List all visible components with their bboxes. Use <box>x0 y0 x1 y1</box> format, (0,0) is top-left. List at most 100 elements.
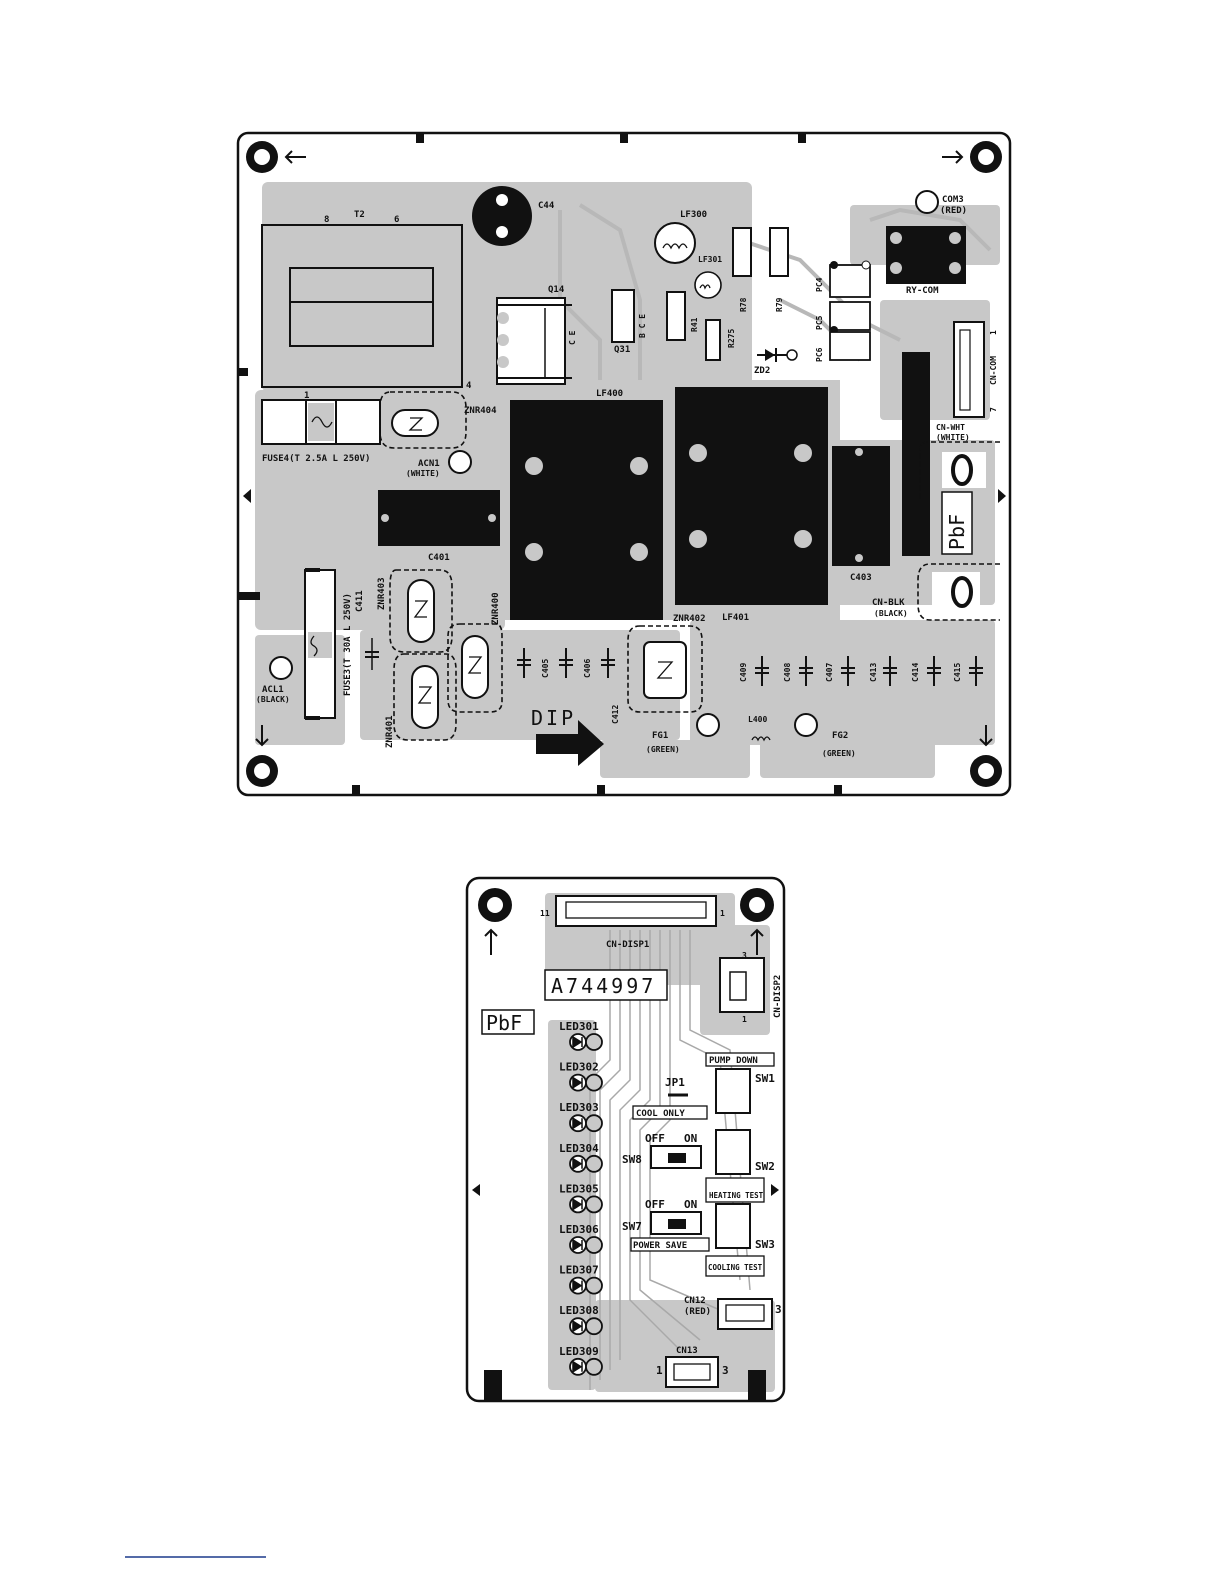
led-list: LED301LED302LED303LED304LED305LED306LED3… <box>559 1020 603 1376</box>
part-number-label: A744997 <box>551 974 656 998</box>
pbf-display-box: PbF <box>481 1009 535 1035</box>
inductor-lf301: LF301 <box>694 255 722 299</box>
terminal-acn1: ACN1 (WHITE) <box>406 450 472 478</box>
led-item: LED307 <box>559 1264 603 1295</box>
connector-cn-wht: PbF <box>919 441 1000 555</box>
transformer-t2: T2 8 6 1 4 <box>261 210 472 401</box>
led-cathode-pad <box>585 1357 603 1376</box>
c414-label: C414 <box>911 663 920 682</box>
capacitor-c44: C44 <box>472 186 555 246</box>
capacitor-row-right <box>755 656 983 686</box>
connector-cn-com: CN-COM 1 7 CN-WHT (WHITE) <box>902 321 998 556</box>
display-board-arrows <box>484 928 764 955</box>
zener-zd2: ZD2 <box>754 348 798 376</box>
q31-label: Q31 <box>614 345 630 355</box>
led-diode-icon <box>572 1319 583 1333</box>
com3-color-label: (RED) <box>940 206 967 216</box>
cooling-test-label: COOLING TEST <box>708 1263 763 1272</box>
c409-label: C409 <box>739 663 748 682</box>
cn-disp1-label: CN-DISP1 <box>606 940 649 950</box>
sw8-on-label: ON <box>684 1132 697 1145</box>
fuse4-label: FUSE4(T 2.5A L 250V) <box>262 454 370 464</box>
led-cathode-pad <box>585 1114 603 1133</box>
connector-cn13: CN13 1 3 <box>656 1346 729 1388</box>
led-item: LED309 <box>559 1345 603 1376</box>
led-label: LED303 <box>559 1101 599 1114</box>
r275-label: R275 <box>727 329 736 348</box>
znr401-label: ZNR401 <box>385 715 395 748</box>
t2-label: T2 <box>354 210 365 220</box>
power-save-label: POWER SAVE <box>633 1241 687 1251</box>
terminal-fg1: FG1 (GREEN) <box>646 713 720 754</box>
connector-cn-disp1: 11 1 CN-DISP1 <box>540 895 725 950</box>
pc4-label: PC4 <box>815 277 824 292</box>
varistor-znr401: ZNR401 <box>385 653 457 748</box>
sw8-label: SW8 <box>622 1153 642 1166</box>
part-number-box: A744997 <box>544 969 668 1001</box>
led-cathode-pad <box>585 1276 603 1295</box>
c415-label: C415 <box>953 663 962 682</box>
q14-label: Q14 <box>548 285 565 295</box>
switch-sw2: SW2 HEATING TEST <box>705 1129 775 1203</box>
main-board-edge-markers <box>238 133 1006 795</box>
pbf-display-label: PbF <box>486 1011 522 1035</box>
znr402-label: ZNR402 <box>673 614 706 624</box>
cn12-label: CN12 <box>684 1296 706 1306</box>
cn-blk-color-label: (BLACK) <box>874 609 908 618</box>
cn-disp2-label: CN-DISP2 <box>773 975 783 1018</box>
led-diode-icon <box>572 1076 583 1089</box>
led-diode-icon <box>572 1157 583 1171</box>
resistor-r79: R79 <box>769 227 789 312</box>
r79-label: R79 <box>775 297 784 312</box>
cn12-pin3-label: 3 <box>775 1303 782 1316</box>
l400-label: L400 <box>748 715 767 724</box>
led-label: LED308 <box>559 1304 599 1317</box>
led-item: LED301 <box>559 1020 603 1051</box>
jp1-label: JP1 <box>665 1076 685 1089</box>
sw8-off-label: OFF <box>645 1132 665 1145</box>
c401-label: C401 <box>428 553 450 563</box>
c413-label: C413 <box>869 663 878 682</box>
fuse-fuse4: FUSE4(T 2.5A L 250V) <box>261 399 381 464</box>
line-filter-lf400: LF400 <box>510 389 663 620</box>
led-diode-icon <box>572 1035 583 1049</box>
lf401-label: LF401 <box>722 613 749 623</box>
resistor-r275: R275 <box>705 319 736 361</box>
acl1-color-label: (BLACK) <box>256 695 290 704</box>
cn-com-pin1-label: 1 <box>989 330 998 335</box>
led-cathode-pad <box>585 1073 603 1092</box>
pc6-label: PC6 <box>815 347 824 362</box>
fg1-label: FG1 <box>652 731 668 741</box>
connector-cn-blk: CN-BLK (BLACK) <box>872 563 1000 621</box>
terminal-fg2: FG2 (GREEN) <box>794 713 856 758</box>
inductor-lf300: LF300 <box>654 210 707 264</box>
cool-only-label: COOL ONLY <box>636 1109 685 1119</box>
led-item: LED302 <box>559 1061 603 1092</box>
transistor-q14: Q14 C E <box>496 285 577 385</box>
c44-label: C44 <box>538 201 555 211</box>
c412-label: C412 <box>611 705 620 724</box>
led-label: LED309 <box>559 1345 599 1358</box>
r41-label: R41 <box>690 317 699 332</box>
cn-disp2-pin1-label: 1 <box>742 1015 747 1024</box>
cn-wht-label: CN-WHT <box>936 423 965 432</box>
acn1-label: ACN1 <box>418 459 440 469</box>
com3-label: COM3 <box>942 195 964 205</box>
main-board: T2 8 6 1 4 C44 LF300 LF301 <box>236 131 1012 797</box>
led-item: LED304 <box>559 1142 603 1173</box>
znr400-label: ZNR400 <box>491 592 501 625</box>
main-board-mounting-holes <box>246 141 1002 787</box>
led-item: LED306 <box>559 1223 603 1254</box>
heating-test-label: HEATING TEST <box>709 1191 764 1200</box>
led-item: LED305 <box>559 1182 603 1214</box>
display-board-mounting-holes <box>478 888 774 922</box>
znr404-label: ZNR404 <box>464 406 497 416</box>
led-cathode-pad <box>585 1033 603 1051</box>
led-item: LED303 <box>559 1101 603 1133</box>
inductor-l400: L400 <box>748 715 771 742</box>
display-board-edge-markers <box>472 1184 779 1400</box>
acl1-label: ACL1 <box>262 685 284 695</box>
led-diode-icon <box>572 1198 583 1211</box>
terminal-acl1: ACL1 (BLACK) <box>256 656 293 704</box>
